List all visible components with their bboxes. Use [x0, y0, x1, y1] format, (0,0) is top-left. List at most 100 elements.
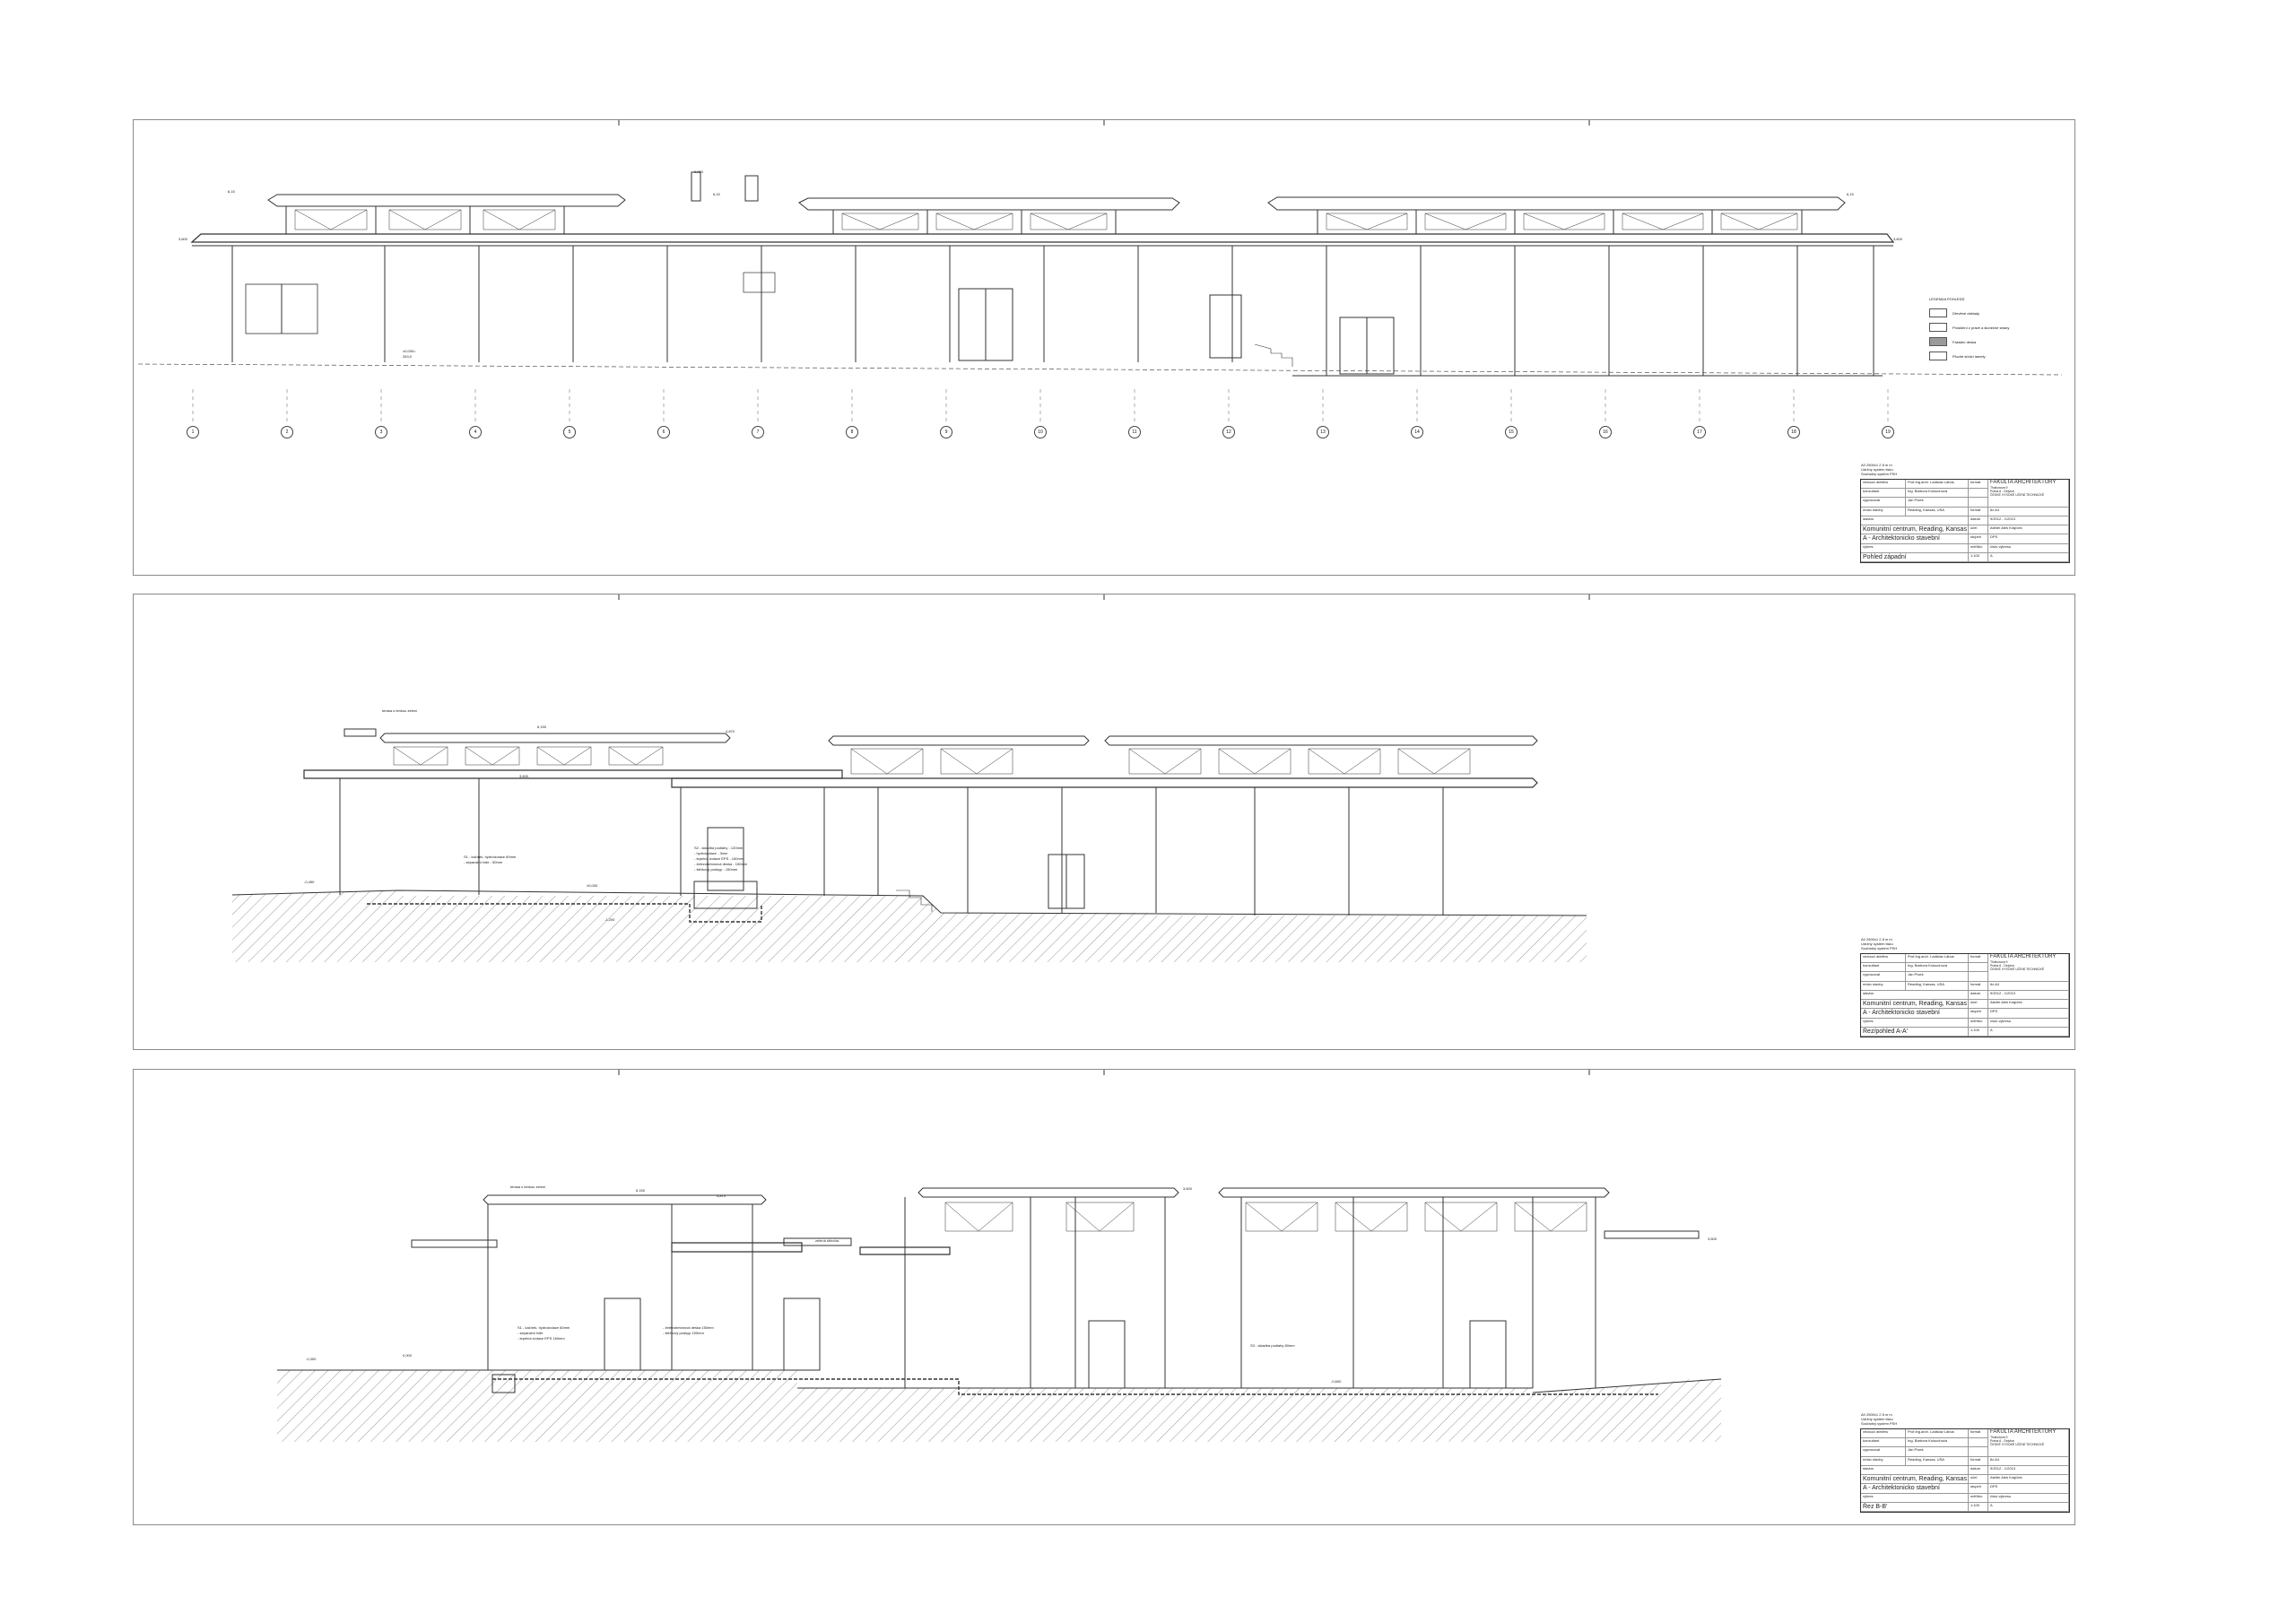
tb-label: formát: [1969, 1456, 1988, 1466]
tb-label: číslo výkresu: [1988, 1493, 2069, 1503]
section-note: S3 - skladba podlahy 80mm: [1250, 1343, 1295, 1348]
title-block: A0 2500x1 2 8 m m Udržný systém tisku So…: [1857, 933, 2070, 1044]
tb-value: Ing. Barbora Kolouchová: [1906, 963, 1969, 973]
grid-axis-marker: 18: [1787, 426, 1800, 438]
grid-axis-marker: 11: [1128, 426, 1141, 438]
grid-axis-marker: 12: [1222, 426, 1235, 438]
section-note: - tepelná izolace EPS 160mm: [517, 1336, 565, 1341]
level-label: -0,300: [306, 1357, 317, 1361]
tb-label: formát: [1969, 507, 1988, 516]
scale: 1:100: [1969, 1502, 1988, 1512]
section-note: - štěrkový podsyp - 150mm: [694, 867, 738, 872]
faculty-address: Praha 6 - Dejvice: [1990, 964, 2014, 968]
project-name: Komunitní centrum, Reading, Kansas: [1861, 1475, 1969, 1485]
level-label: 0,000: [403, 1353, 413, 1358]
level-label: 3,600: [1893, 237, 1903, 241]
part-name: A - Architektonicko stavební: [1861, 1484, 1969, 1494]
legend-label: Fasádní deska: [1952, 339, 1977, 344]
tb-label: účel: [1969, 1475, 1988, 1485]
grid-axis-marker: 15: [1505, 426, 1518, 438]
tb-value: Prof.Ing.arch. Ladislav Lábus: [1906, 954, 1969, 964]
section-b-drawing: [277, 1070, 1722, 1442]
legend-item: Fasádní deska: [1929, 337, 2064, 346]
tb-cell: [1969, 489, 1988, 499]
legend-swatch: [1929, 337, 1947, 346]
grid-axis-marker: 1: [187, 426, 199, 438]
tb-value: Reading, Kansas, USA: [1906, 1456, 1969, 1466]
tb-label: stupeň: [1969, 1009, 1988, 1019]
caption-line: A0 2500x1 2 8 m m: [1861, 463, 1892, 467]
level-label: 263,0: [403, 354, 413, 359]
tb-label: místo stavby: [1861, 981, 1906, 991]
tb-label: vypracoval: [1861, 498, 1906, 508]
tb-label: místo stavby: [1861, 507, 1906, 516]
grid-axis-marker: 7: [752, 426, 764, 438]
level-label: 4,870: [717, 1193, 726, 1198]
tb-value: Ing. Barbora Kolouchová: [1906, 1438, 1969, 1448]
tb-cell: [1969, 1438, 1988, 1448]
tb-value: Ing. Barbora Kolouchová: [1906, 489, 1969, 499]
project-name: Komunitní centrum, Reading, Kansas: [1861, 525, 1969, 535]
faculty-name: FAKULTA ARCHITEKTURY: [1990, 480, 2057, 485]
tb-label: číslo výkresu: [1988, 1018, 2069, 1028]
section-note: S1 - kačírek, hydroizolace 60mm: [464, 855, 517, 859]
elevation-legend: LEGENDA POHLEDŮ Dřevěné obklady Prosklen…: [1929, 297, 2064, 366]
tb-value: 9/2012 - 1/2013: [1988, 1465, 2069, 1476]
tb-label: vedoucí ateliéru: [1861, 954, 1906, 964]
tb-label: vedoucí ateliéru: [1861, 480, 1906, 490]
tb-label: stupeň: [1969, 1484, 1988, 1494]
tb-value: 9/2012 - 1/2013: [1988, 516, 2069, 526]
grid-axis-marker: 3: [375, 426, 387, 438]
grid-axis-marker: 10: [1034, 426, 1047, 438]
title-block: A0 2500x1 2 8 m m Udržný systém tisku So…: [1857, 1408, 2070, 1519]
faculty-logo: FAKULTA ARCHITEKTURY Thákurova 9 Praha 6…: [1988, 1429, 2069, 1457]
level-label: 6,150: [636, 1188, 646, 1193]
caption-line: Souřadný systém PSH: [1861, 1421, 1898, 1426]
level-label: 3,600: [1183, 1186, 1193, 1191]
section-note: - hydroizolace - 3mm: [694, 851, 728, 855]
level-label: -1,200: [604, 917, 615, 922]
tb-cell: [1969, 972, 1988, 982]
section-note: - separační folie: [517, 1331, 544, 1335]
section-note: - štěrkový podsyp 150mm: [663, 1331, 704, 1335]
faculty-school: ČESKÉ VYSOKÉ UČENÍ TECHNICKÉ: [1990, 493, 2045, 497]
section-note: - separační folie - 50mm: [464, 860, 503, 864]
tb-label: místo stavby: [1861, 1456, 1906, 1466]
faculty-logo: FAKULTA ARCHITEKTURY Thákurova 9 Praha 6…: [1988, 954, 2069, 982]
tb-label: formát: [1969, 954, 1988, 964]
legend-item: Prosklení z pravé a slunečné strany: [1929, 323, 2064, 332]
tb-label: vypracoval: [1861, 972, 1906, 982]
level-label: ±0,000=: [403, 349, 416, 353]
grid-axis-marker: 6: [657, 426, 670, 438]
drawing-no: A: [1988, 1027, 2069, 1037]
tb-label: účel: [1969, 525, 1988, 535]
scale: 1:100: [1969, 552, 1988, 562]
faculty-address: Thákurova 9: [1990, 960, 2008, 964]
tb-value: Prof.Ing.arch. Ladislav Lábus: [1906, 1429, 1969, 1439]
legend-swatch: [1929, 323, 1947, 332]
tb-label: stupeň: [1969, 534, 1988, 544]
section-note: terasa s tenkou zelení: [510, 1185, 546, 1189]
tb-value: 6x A4: [1988, 507, 2069, 516]
tb-label: konzultant: [1861, 1438, 1906, 1448]
tb-label: stavba: [1861, 1465, 1969, 1476]
tb-cell: [1969, 498, 1988, 508]
title-block-caption: A0 2500x1 2 8 m m Udržný systém tisku So…: [1861, 463, 1951, 476]
caption-line: Souřadný systém PSH: [1861, 946, 1898, 950]
grid-axis-marker: 4: [469, 426, 482, 438]
tb-value: Reading, Kansas, USA: [1906, 981, 1969, 991]
grid-axis-marker: 8: [846, 426, 858, 438]
tb-label: formát: [1969, 1429, 1988, 1439]
faculty-address: Thákurova 9: [1990, 486, 2008, 490]
faculty-school: ČESKÉ VYSOKÉ UČENÍ TECHNICKÉ: [1990, 1443, 2045, 1446]
tb-label: vedoucí ateliéru: [1861, 1429, 1906, 1439]
grid-axis-marker: 19: [1882, 426, 1894, 438]
title-block-grid: vedoucí ateliéru Prof.Ing.arch. Ladislav…: [1860, 953, 2070, 1037]
tb-label: formát: [1969, 981, 1988, 991]
level-label: -0,450: [304, 880, 315, 884]
caption-line: Udržný systém tisku: [1861, 467, 1893, 472]
part-name: A - Architektonicko stavební: [1861, 1009, 1969, 1019]
level-label: 9,950: [694, 169, 704, 174]
legend-swatch: [1929, 352, 1947, 360]
tb-label: měřítko: [1969, 543, 1988, 553]
